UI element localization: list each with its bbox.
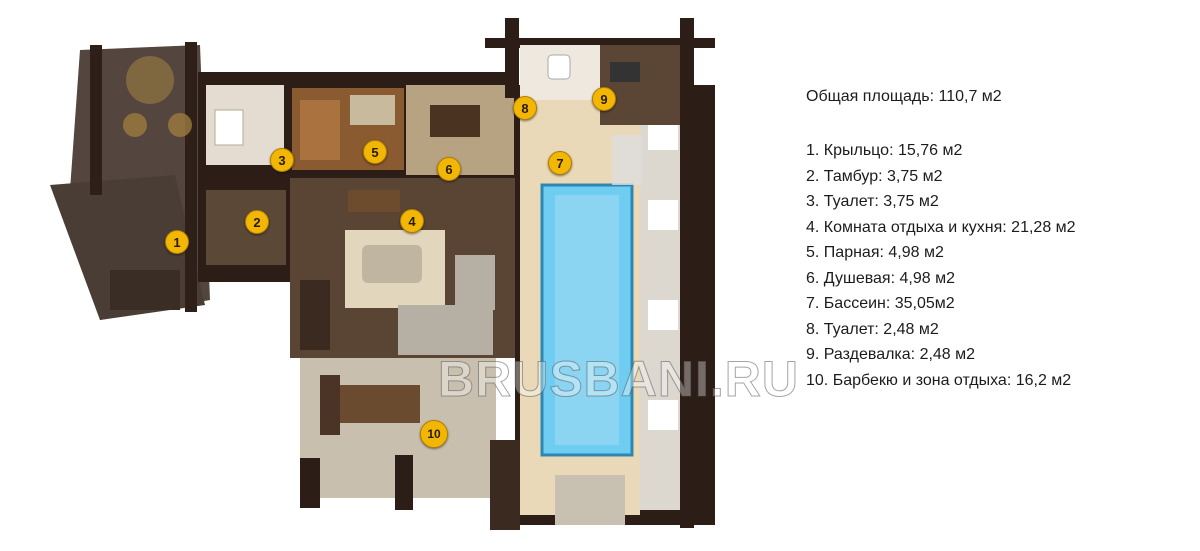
room-marker-7: 7 [548, 151, 572, 175]
room-marker-4: 4 [400, 209, 424, 233]
top-rooms [485, 38, 715, 185]
room-marker-3: 3 [270, 148, 294, 172]
room-list-item: 8. Туалет: 2,48 м2 [806, 320, 939, 338]
room-marker-8: 8 [513, 96, 537, 120]
room-marker-1: 1 [165, 230, 189, 254]
room-list-item: 9. Раздевалка: 2,48 м2 [806, 346, 976, 363]
main-building [198, 72, 518, 358]
room-list: 1. Крыльцо: 15,76 м2 2. Тамбур: 3,75 м2 … [806, 138, 1076, 393]
room-marker-9: 9 [592, 87, 616, 111]
porch-area [50, 42, 210, 320]
room-marker-10: 10 [420, 420, 448, 448]
watermark: BRUSBANI.RU [438, 351, 799, 408]
room-list-item: 4. Комната отдыха и кухня: 21,28 м2 [806, 218, 1076, 236]
room-list-item: 5. Парная: 4,98 м2 [806, 244, 944, 261]
floor-plan: 1 2 3 4 5 6 7 8 9 10 BRUSBANI.RU [50, 18, 799, 530]
area-legend: Общая площадь: 110,7 м2 1. Крыльцо: 15,7… [806, 88, 1076, 393]
room-marker-5: 5 [363, 140, 387, 164]
room-list-item: 3. Туалет: 3,75 м2 [806, 193, 939, 210]
room-list-item: 2. Тамбур: 3,75 м2 [806, 167, 943, 185]
room-list-item: 7. Бассеин: 35,05м2 [806, 295, 955, 312]
room-list-item: 6. Душевая: 4,98 м2 [806, 269, 955, 287]
bbq-area [300, 358, 496, 510]
room-marker-6: 6 [437, 157, 461, 181]
room-list-item: 10. Барбекю и зона отдыха: 16,2 м2 [806, 371, 1072, 389]
room-marker-2: 2 [245, 210, 269, 234]
room-list-item: 1. Крыльцо: 15,76 м2 [806, 142, 963, 159]
floor-plan-drawing [50, 18, 715, 530]
total-area: Общая площадь: 110,7 м2 [806, 88, 1002, 105]
